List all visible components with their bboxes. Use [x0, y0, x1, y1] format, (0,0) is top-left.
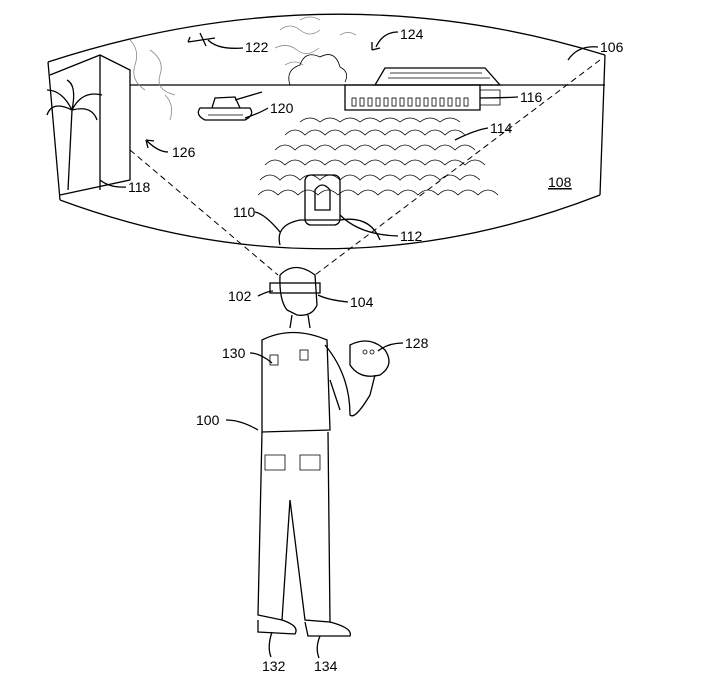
hands-weapon-drawing — [278, 174, 381, 246]
label-122: 122 — [245, 39, 269, 55]
virtual-environment-dome — [47, 13, 606, 250]
label-116: 116 — [520, 89, 543, 105]
label-112: 112 — [400, 228, 423, 244]
label-102: 102 — [228, 288, 252, 304]
label-106: 106 — [600, 39, 624, 55]
smoke-drawing — [129, 16, 357, 121]
label-128: 128 — [405, 335, 429, 351]
sandbags-drawing — [257, 117, 499, 196]
tank-drawing — [197, 91, 263, 121]
label-126: 126 — [172, 144, 196, 160]
label-110: 110 — [233, 204, 256, 220]
leader-lines — [99, 31, 599, 659]
label-118: 118 — [128, 179, 151, 195]
label-120: 120 — [270, 100, 294, 116]
user-figure — [257, 266, 390, 637]
label-100: 100 — [196, 412, 220, 428]
left-view-line — [129, 149, 279, 276]
label-134: 134 — [314, 658, 338, 674]
label-104: 104 — [350, 294, 374, 310]
label-130: 130 — [222, 345, 246, 361]
right-view-line — [314, 59, 601, 276]
label-114: 114 — [490, 120, 513, 136]
label-132: 132 — [262, 658, 286, 674]
house-palm-drawing — [46, 54, 131, 196]
aircraft-drawing — [187, 32, 216, 47]
building-drawing — [344, 67, 502, 111]
label-108: 108 — [548, 174, 572, 190]
label-124: 124 — [400, 26, 424, 42]
